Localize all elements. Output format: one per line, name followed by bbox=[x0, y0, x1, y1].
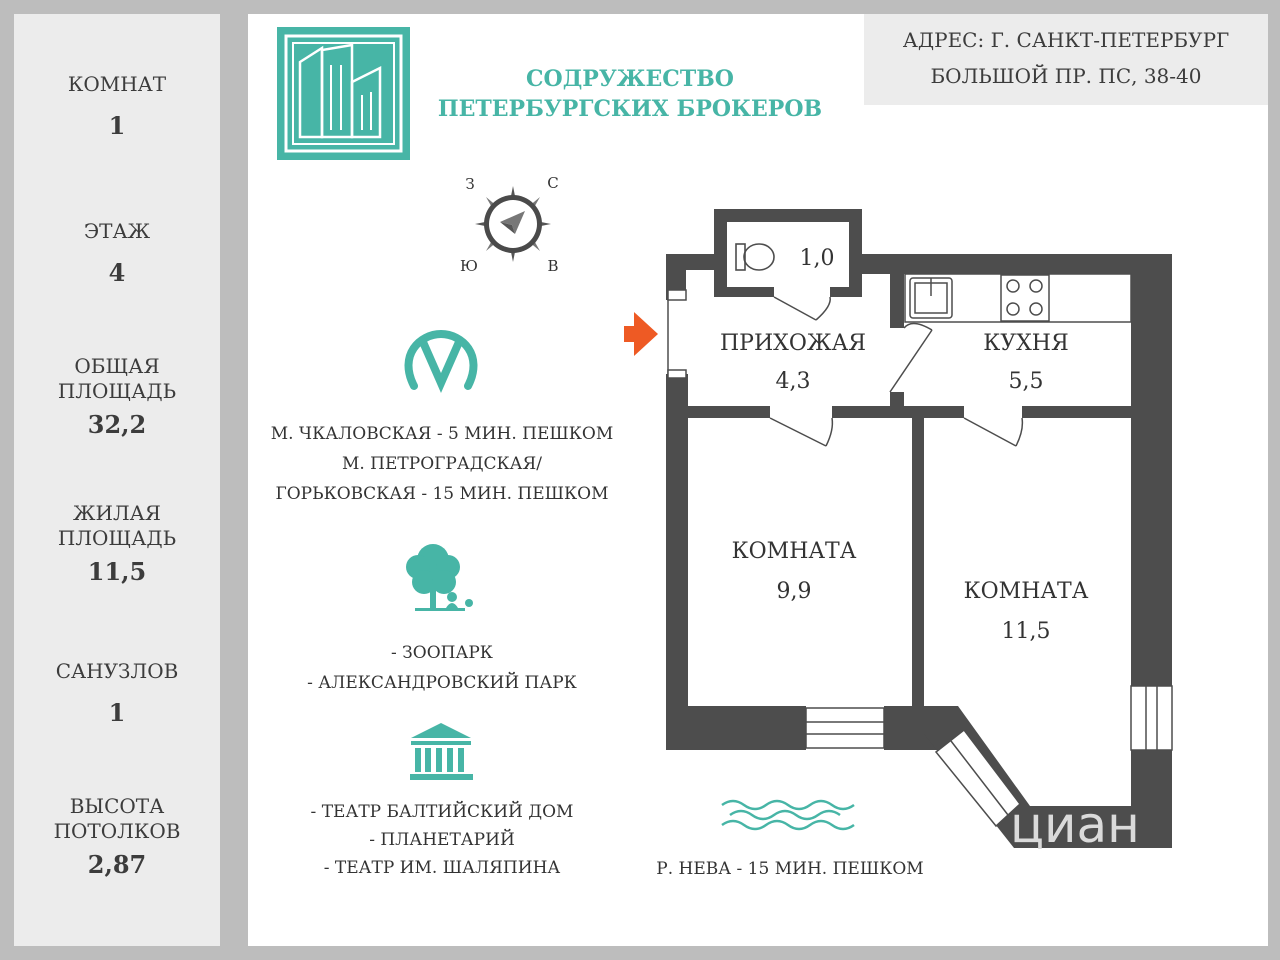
room1-name: КОМНАТА bbox=[731, 539, 857, 564]
hall-area: 4,3 bbox=[775, 369, 811, 394]
address-line-1: АДРЕС: Г. САНКТ-ПЕТЕРБУРГ bbox=[902, 28, 1230, 52]
parks-line-1: - ЗООПАРК bbox=[391, 643, 493, 663]
culture-info: - ТЕАТР БАЛТИЙСКИЙ ДОМ - ПЛАНЕТАРИЙ - ТЕ… bbox=[262, 798, 622, 882]
hall-name: ПРИХОЖАЯ bbox=[719, 331, 867, 356]
stat-rooms: КОМНАТ 1 bbox=[14, 72, 220, 140]
metro-icon bbox=[404, 329, 478, 393]
brand-logo-icon bbox=[277, 27, 410, 160]
bathroom-area: 1,0 bbox=[799, 246, 835, 271]
culture-line-2: - ПЛАНЕТАРИЙ bbox=[369, 830, 515, 850]
metro-line-3: ГОРЬКОВСКАЯ - 15 МИН. ПЕШКОМ bbox=[275, 484, 609, 504]
metro-line-1: М. ЧКАЛОВСКАЯ - 5 МИН. ПЕШКОМ bbox=[270, 424, 614, 444]
stat-value: 11,5 bbox=[87, 557, 147, 586]
stat-label: ОБЩАЯ ПЛОЩАДЬ bbox=[57, 354, 177, 403]
stat-label: ЭТАЖ bbox=[83, 219, 151, 243]
stat-label: САНУЗЛОВ bbox=[55, 659, 179, 683]
stat-label: ЖИЛАЯ ПЛОЩАДЬ bbox=[57, 501, 177, 550]
stat-value: 1 bbox=[108, 111, 126, 140]
address-line-2: БОЛЬШОЙ ПР. ПС, 38-40 bbox=[930, 64, 1202, 88]
stats-sidebar: КОМНАТ 1 ЭТАЖ 4 ОБЩАЯ ПЛОЩАДЬ 32,2 ЖИЛАЯ… bbox=[14, 14, 220, 946]
river-info: Р. НЕВА - 15 МИН. ПЕШКОМ bbox=[656, 859, 924, 879]
stat-bathrooms: САНУЗЛОВ 1 bbox=[14, 659, 220, 727]
parks-line-2: - АЛЕКСАНДРОВСКИЙ ПАРК bbox=[307, 673, 577, 693]
stat-label: ВЫСОТА ПОТОЛКОВ bbox=[53, 794, 181, 843]
culture-line-3: - ТЕАТР ИМ. ШАЛЯПИНА bbox=[323, 858, 561, 878]
room1-area: 9,9 bbox=[776, 579, 812, 604]
address-box: АДРЕС: Г. САНКТ-ПЕТЕРБУРГ БОЛЬШОЙ ПР. ПС… bbox=[864, 14, 1268, 105]
parks-info: - ЗООПАРК - АЛЕКСАНДРОВСКИЙ ПАРК bbox=[262, 638, 622, 698]
windows bbox=[805, 685, 1173, 828]
compass-east-label: В bbox=[547, 257, 558, 275]
kitchen-area: 5,5 bbox=[1008, 369, 1044, 394]
culture-line-1: - ТЕАТР БАЛТИЙСКИЙ ДОМ bbox=[310, 802, 574, 822]
compass-west-label: З bbox=[465, 175, 474, 193]
toilet-icon bbox=[735, 243, 775, 271]
stat-label: КОМНАТ bbox=[67, 72, 167, 96]
metro-line-2: М. ПЕТРОГРАДСКАЯ/ bbox=[341, 454, 543, 474]
plan-panel bbox=[248, 14, 1268, 946]
hall-label: ПРИХОЖАЯ 4,3 bbox=[700, 325, 886, 401]
waves-icon bbox=[721, 799, 855, 831]
stat-living-area: ЖИЛАЯ ПЛОЩАДЬ 11,5 bbox=[14, 501, 220, 586]
door-swings bbox=[667, 289, 1024, 447]
kitchen-label: КУХНЯ 5,5 bbox=[946, 325, 1106, 401]
floor-plan bbox=[666, 209, 1172, 848]
stat-floor: ЭТАЖ 4 bbox=[14, 219, 220, 287]
room2-area: 11,5 bbox=[1001, 619, 1051, 644]
stat-value: 32,2 bbox=[87, 410, 147, 439]
brand-line-1: СОДРУЖЕСТВО bbox=[526, 66, 734, 92]
compass-north-label: С bbox=[547, 174, 558, 192]
watermark: циан bbox=[1010, 796, 1140, 854]
metro-info: М. ЧКАЛОВСКАЯ - 5 МИН. ПЕШКОМ М. ПЕТРОГР… bbox=[262, 419, 622, 509]
stat-total-area: ОБЩАЯ ПЛОЩАДЬ 32,2 bbox=[14, 354, 220, 439]
compass-south-label: Ю bbox=[460, 257, 478, 275]
room2-label: КОМНАТА 11,5 bbox=[930, 572, 1122, 652]
stat-value: 4 bbox=[108, 258, 126, 287]
tree-icon bbox=[406, 544, 473, 611]
brand-line-2: ПЕТЕРБУРГСКИХ БРОКЕРОВ bbox=[437, 96, 823, 122]
entrance-arrow-icon bbox=[624, 312, 658, 356]
room1-label: КОМНАТА 9,9 bbox=[700, 532, 888, 612]
stat-value: 1 bbox=[108, 698, 126, 727]
stat-ceiling-height: ВЫСОТА ПОТОЛКОВ 2,87 bbox=[14, 794, 220, 879]
theater-icon bbox=[410, 723, 473, 780]
stat-value: 2,87 bbox=[87, 850, 147, 879]
kitchen-sink-icon bbox=[904, 273, 1132, 323]
room2-name: КОМНАТА bbox=[963, 579, 1089, 604]
kitchen-name: КУХНЯ bbox=[983, 331, 1069, 356]
stove-icon bbox=[1000, 274, 1050, 322]
compass-icon bbox=[475, 186, 551, 262]
brand-name: СОДРУЖЕСТВО ПЕТЕРБУРГСКИХ БРОКЕРОВ bbox=[430, 64, 830, 124]
